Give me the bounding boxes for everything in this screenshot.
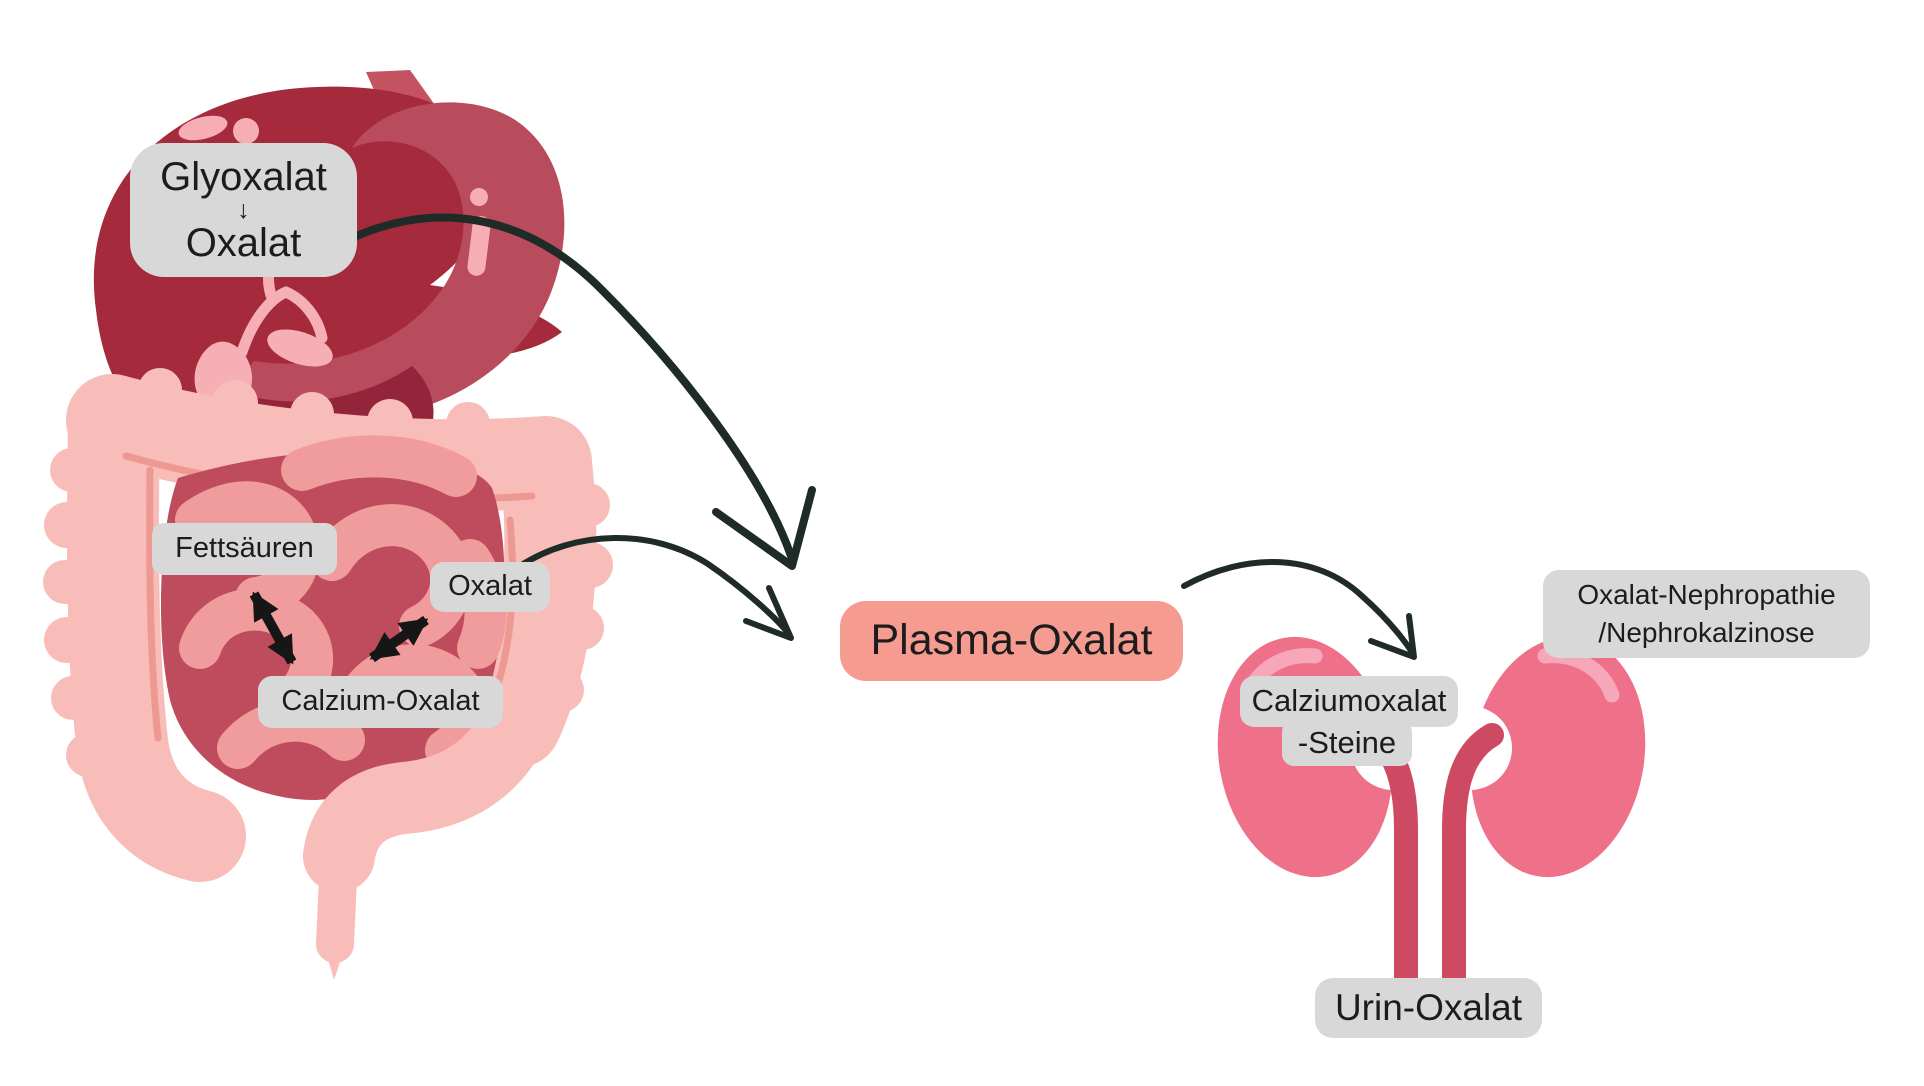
liver-process-line1: Glyoxalat: [160, 154, 327, 199]
arrow-plasma-to-kidneys: [1181, 558, 1417, 660]
liver-process-label: Glyoxalat ↓ Oxalat: [130, 143, 357, 277]
urine-oxalate-text: Urin-Oxalat: [1334, 986, 1523, 1028]
urine-oxalate-label: Urin-Oxalat: [1315, 978, 1542, 1038]
kidney-stones-line1: Calziumoxalat: [1240, 676, 1458, 727]
gut-oxalate-text: Oxalat: [448, 570, 532, 603]
fatty-acids-text: Fettsäuren: [175, 532, 314, 565]
exchange-arrows: [249, 591, 429, 665]
arrow-calzium-oxalat: [369, 615, 429, 663]
fatty-acids-label: Fettsäuren: [152, 523, 337, 575]
plasma-oxalate-label: Plasma-Oxalat: [840, 601, 1183, 681]
nephropathy-line1: Oxalat-Nephropathie: [1577, 579, 1836, 611]
kidney-stones-label: Calziumoxalat -Steine: [1240, 676, 1470, 766]
kidneys-illustration: [1217, 636, 1646, 1002]
gut-calcium-oxalate-text: Calzium-Oxalat: [281, 685, 480, 718]
nephropathy-line2: /Nephrokalzinose: [1598, 617, 1815, 648]
arrow-fett-calzium: [249, 591, 297, 665]
liver-process-line2: Oxalat: [185, 221, 302, 266]
arrow-gut-to-plasma: [517, 535, 794, 641]
kidney-stones-line2: -Steine: [1282, 720, 1412, 766]
flow-arrows: [335, 213, 1417, 660]
nephropathy-label: Oxalat-Nephropathie /Nephrokalzinose: [1543, 570, 1870, 658]
colon-haustra-bumps: [43, 368, 613, 820]
plasma-oxalate-text: Plasma-Oxalat: [870, 616, 1153, 665]
gut-calcium-oxalate-label: Calzium-Oxalat: [258, 676, 503, 728]
gut-oxalate-label: Oxalat: [430, 562, 550, 612]
ureters-illustration: [1360, 723, 1504, 1002]
down-arrow-icon: ↓: [237, 195, 250, 224]
